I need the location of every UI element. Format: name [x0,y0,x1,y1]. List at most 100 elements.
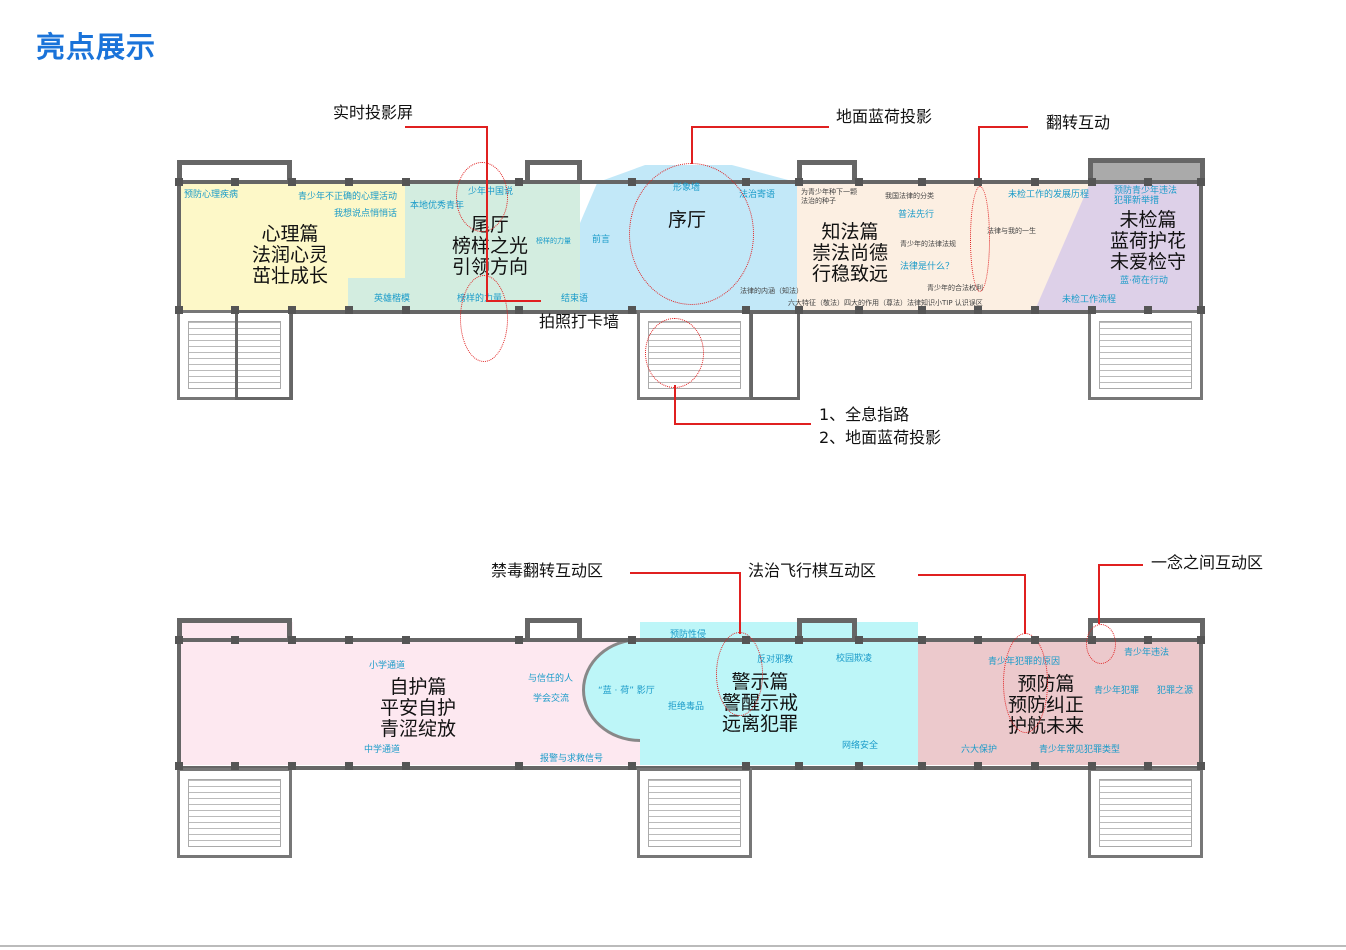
column-post [974,306,982,314]
column-post [175,306,183,314]
annotation-drug-flip-zone: 禁毒翻转互动区 [491,561,604,580]
column-post [795,762,803,770]
column-post [628,306,636,314]
leader-line [486,300,541,302]
column-post [175,636,183,644]
leader-line [739,572,741,634]
highlight-ellipse [456,162,508,232]
exhibit-label: 青少年常见犯罪类型 [1039,745,1121,755]
leader-line [674,385,676,424]
column-post [345,762,353,770]
leader-line [691,126,829,128]
exhibit-label: 预防性侵 [670,630,707,640]
highlight-ellipse [645,318,704,388]
highlight-ellipse [1003,633,1048,733]
leader-line [1098,564,1143,566]
top-room-wall [797,618,857,642]
exhibit-label: 六大保护 [961,745,998,755]
leader-line [674,423,811,425]
column-post [1088,178,1096,186]
column-post [231,762,239,770]
column-post [1144,762,1152,770]
column-post [515,306,523,314]
leader-line [691,126,693,164]
exhibit-label: 学会交流 [533,694,570,704]
column-post [288,636,296,644]
column-post [515,178,523,186]
top-room-wall [177,160,292,184]
annotation-moment-zone: 一念之间互动区 [1151,553,1264,572]
exhibit-label: 榜样的力量 [536,237,571,245]
annotation-ground-projection-2: 2、地面蓝荷投影 [819,428,942,447]
column-post [345,636,353,644]
column-post [402,306,410,314]
column-post [1088,762,1096,770]
leader-line [978,126,1028,128]
column-post [855,762,863,770]
annotation-realtime-screen: 实时投影屏 [333,103,414,122]
column-post [231,636,239,644]
annotation-flip-interaction: 翻转互动 [1046,113,1111,132]
column-post [918,178,926,186]
exhibit-label: 本地优秀青年 [410,201,465,211]
leader-line [918,574,1025,576]
staircase [1088,310,1203,400]
zone-title: 未检篇 蓝荷护花 未爱检守 [1110,209,1187,273]
column-post [1197,178,1205,186]
column-post [1144,636,1152,644]
column-post [1144,306,1152,314]
column-post [345,178,353,186]
exhibit-label: “蓝 · 荷” 影厅 [598,686,655,696]
column-post [1031,636,1039,644]
column-post [1031,178,1039,186]
column-post [742,306,750,314]
column-post [175,178,183,186]
small-text: 青少年的法律法规 [900,240,956,248]
exhibit-label: 法律是什么？ [900,262,955,272]
staircase [1088,768,1203,858]
column-post [402,762,410,770]
column-post [974,178,982,186]
small-text: 我国法律的分类 [885,192,934,200]
column-post [515,762,523,770]
column-post [288,178,296,186]
page-border [0,945,1346,947]
leader-line [630,572,740,574]
staircase [177,310,292,400]
column-post [855,178,863,186]
highlight-ellipse [1086,624,1116,664]
column-post [1197,306,1205,314]
exhibit-label: 与信任的人 [528,674,574,684]
exhibit-label: 中学通道 [364,745,401,755]
top-room-wall [525,618,582,642]
exhibit-label: 预防青少年违法犯罪新举措 [1114,186,1178,206]
zone-hero-strip [348,278,405,310]
top-room-wall [525,160,582,184]
exhibit-label: 普法先行 [898,210,935,220]
exhibit-label: 小学通道 [369,661,406,671]
column-post [974,636,982,644]
exhibit-label: 犯罪之源 [1157,686,1194,696]
small-text: 为青少年种下一颗法治的种子 [801,188,857,205]
column-post [628,636,636,644]
exhibit-label: 法治寄语 [739,190,776,200]
exhibit-label: 青少年犯罪 [1094,686,1140,696]
column-post [1088,306,1096,314]
column-post [742,636,750,644]
page-title: 亮点展示 [36,30,157,64]
small-text: 六大特征（敬法）四大的作用（尊法）法律知识小TIP 认识误区 [788,299,983,307]
zone-self-protect [177,622,640,765]
leader-line [405,126,487,128]
annotation-photo-wall: 拍照打卡墙 [539,312,620,331]
column-post [795,636,803,644]
column-post [974,762,982,770]
column-post [855,306,863,314]
top-room-wall [1088,158,1205,184]
annotation-flying-chess-zone: 法治飞行棋互动区 [748,561,877,580]
column-post [1031,762,1039,770]
exhibit-label: 前言 [592,235,611,245]
highlight-ellipse [629,163,754,305]
column-post [231,178,239,186]
annotation-hologram: 1、全息指路 [819,405,910,424]
